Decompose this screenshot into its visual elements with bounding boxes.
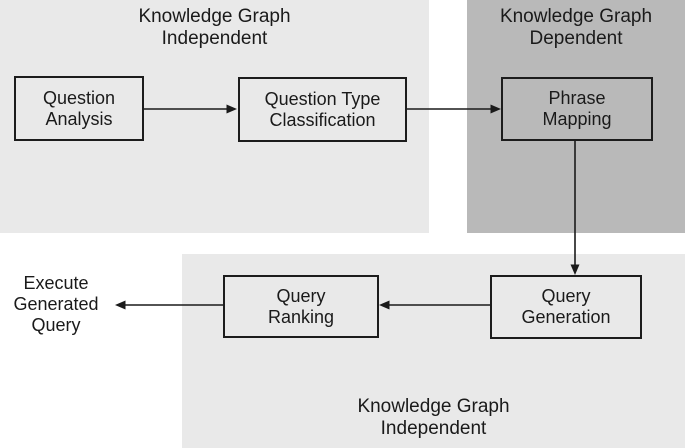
node-phrase-mapping: Phrase Mapping [501, 77, 653, 141]
node-question-type-classification: Question Type Classification [238, 77, 407, 142]
region-knowledge-graph-independent-bottom: Knowledge Graph Independent [182, 254, 685, 448]
node-query-ranking: Query Ranking [223, 275, 379, 338]
region-title-knowledge-graph-independent-top: Knowledge Graph Independent [138, 6, 291, 49]
node-question-analysis: Question Analysis [14, 76, 144, 141]
region-knowledge-graph-dependent: Knowledge Graph Dependent [467, 0, 685, 233]
region-title-knowledge-graph-dependent: Knowledge Graph Dependent [499, 6, 653, 49]
region-title-knowledge-graph-independent-bottom: Knowledge Graph Independent [357, 396, 510, 439]
region-knowledge-graph-independent-top: Knowledge Graph Independent [0, 0, 429, 233]
label-execute-generated-query: Execute Generated Query [13, 273, 99, 335]
node-query-generation: Query Generation [490, 275, 642, 339]
